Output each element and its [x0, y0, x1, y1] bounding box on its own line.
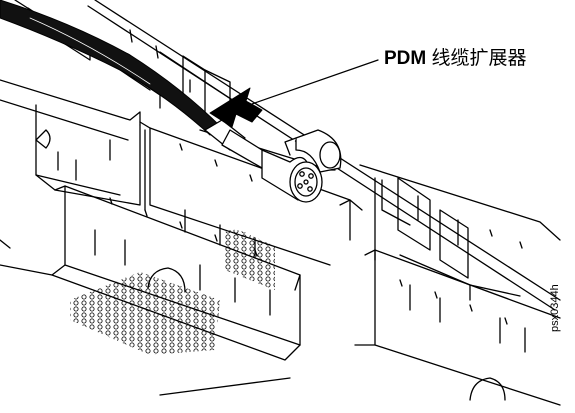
- iec-plug-connector: [204, 119, 342, 203]
- callout-part-name: 线缆扩展器: [431, 48, 527, 69]
- filled-arrow-pointer: [209, 87, 263, 128]
- perforated-floor: [70, 229, 275, 355]
- right-front-bracket: [354, 249, 561, 406]
- callout-leader: [209, 59, 379, 128]
- callout-label: PDM 线缆扩展器: [384, 49, 527, 68]
- callout-part-prefix: PDM: [384, 48, 427, 69]
- front-bracket: [0, 185, 301, 396]
- right-back-bracket: [359, 164, 561, 301]
- left-bracket: [0, 79, 141, 249]
- figure-id: psx0344h: [549, 284, 561, 332]
